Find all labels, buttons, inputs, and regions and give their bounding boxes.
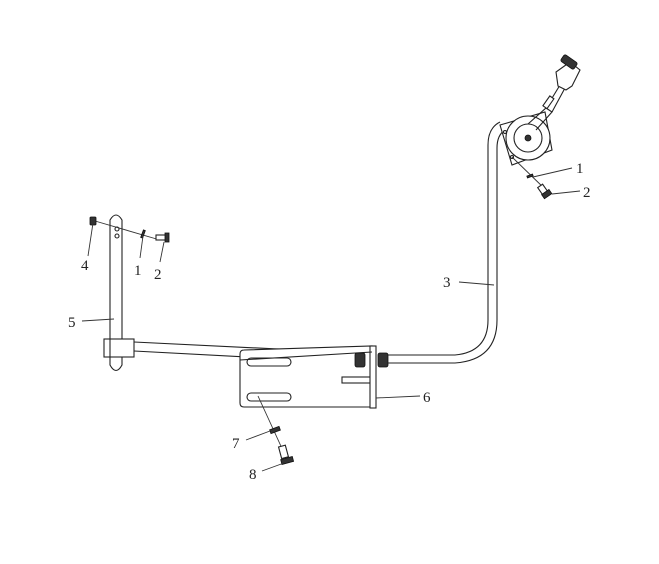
hardware-top-left: [89, 216, 170, 243]
callout-1-left: 1: [134, 263, 142, 279]
bracket-tab: [341, 376, 373, 384]
callout-2-top-right: 2: [583, 185, 591, 201]
callout-6: 6: [423, 390, 431, 406]
callout-5: 5: [68, 315, 76, 331]
part-5-vertical-post: [109, 214, 123, 372]
callout-2-left: 2: [154, 267, 162, 283]
callout-4: 4: [81, 258, 89, 274]
callout-3: 3: [443, 275, 451, 291]
bracket-slot-lower: [246, 392, 292, 402]
gear-selector-mechanism: [499, 54, 581, 166]
callout-leaders: [81, 167, 581, 472]
callout-7: 7: [232, 436, 240, 452]
callout-8: 8: [249, 467, 257, 483]
bracket-side-plate: [369, 345, 377, 409]
part-6-bracket-plate: [239, 345, 377, 409]
hardware-top-right: [511, 156, 553, 200]
post-clamp: [103, 338, 135, 358]
rod-nuts: [354, 352, 389, 368]
part-3-bent-pipe: [388, 121, 506, 364]
callout-1-top-right: 1: [576, 161, 584, 177]
hardware-bottom: [257, 395, 295, 465]
